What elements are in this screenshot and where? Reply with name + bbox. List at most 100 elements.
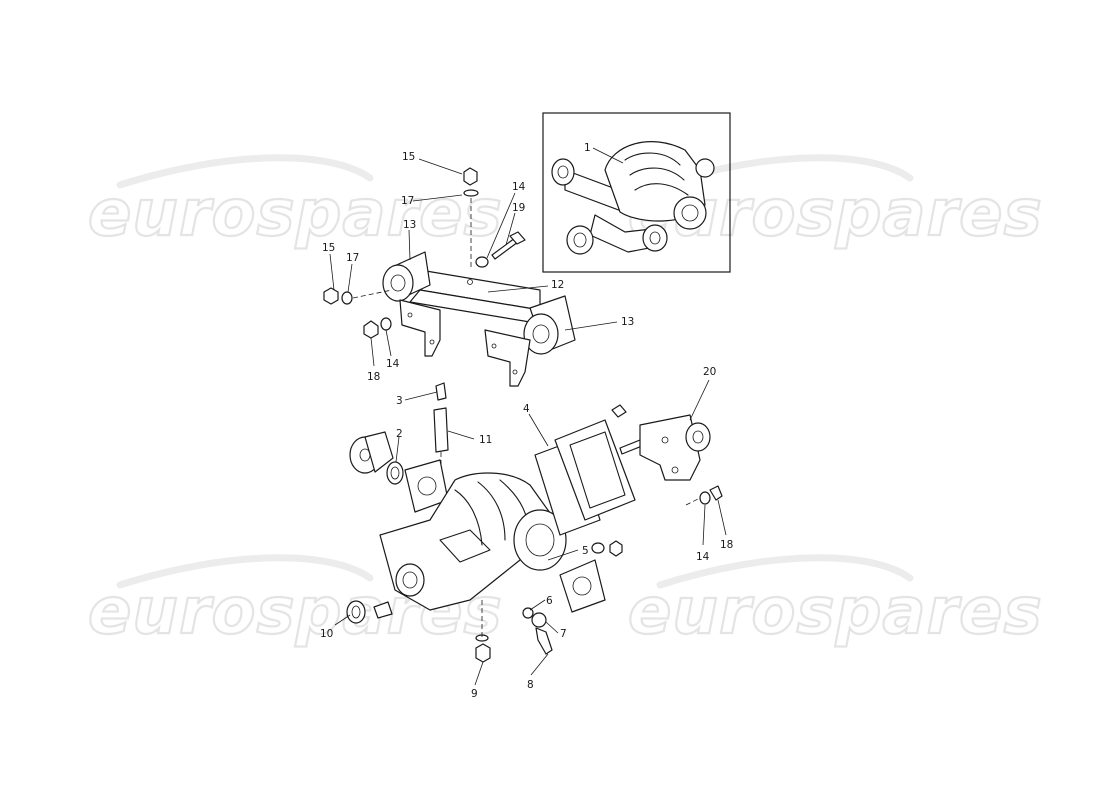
callout-11: 11 (479, 434, 492, 446)
inset-flange-right (673, 196, 707, 230)
washer-14-right (699, 491, 711, 505)
washer-14-left (380, 317, 392, 331)
callout-4: 4 (523, 403, 530, 415)
nut-7 (531, 612, 547, 628)
output-flange-left-body (364, 431, 394, 473)
inset-housing-rib (629, 167, 685, 181)
leader-line (564, 321, 618, 331)
leader-lines (329, 158, 727, 686)
callout-19: 19 (512, 202, 525, 214)
leader-line (347, 263, 353, 293)
housing-rib (454, 489, 483, 546)
plug-9 (475, 643, 491, 663)
breather-3 (435, 382, 447, 401)
rear-cover (554, 419, 636, 521)
bracket-left (399, 299, 441, 357)
callout-13-upper: 13 (403, 219, 416, 231)
watermark-swoosh (656, 554, 914, 589)
housing-bore-left (395, 563, 425, 597)
bracket-hole (429, 339, 435, 345)
leader-line (395, 436, 400, 463)
leader-line (412, 194, 463, 202)
rear-mount-hole (661, 436, 669, 444)
inset-mount-right (642, 224, 668, 252)
rear-mount-bore (692, 430, 704, 444)
leader-line (447, 430, 475, 440)
washer-14-top (475, 256, 489, 268)
mount-13-right-bush (523, 313, 559, 355)
watermark-swoosh (116, 154, 374, 189)
bracket-hole (512, 369, 518, 375)
cover-stud (619, 439, 643, 455)
mount-13-right-bore (532, 324, 550, 344)
leader-line (592, 147, 624, 164)
callout-6: 6 (546, 595, 553, 607)
drive-flange-5-hub (572, 576, 592, 596)
inset-flange-left-hub (573, 232, 587, 248)
inset-housing-rib (624, 152, 681, 166)
rear-cover-recess (569, 431, 626, 509)
housing-bore-left-inner (402, 571, 418, 589)
washer-17-side (341, 291, 353, 305)
sensor-8 (535, 627, 553, 655)
washer-6 (522, 607, 534, 619)
callout-3: 3 (396, 395, 403, 407)
seal-10 (346, 600, 366, 624)
callout-1: 1 (584, 142, 591, 154)
callout-13-right: 13 (621, 316, 634, 328)
assembly-axis (352, 289, 393, 299)
beam-hole (467, 279, 473, 285)
nut-18-left (363, 320, 379, 339)
clip (373, 601, 393, 619)
watermark-text: eurospares (88, 177, 503, 251)
inset-frame (542, 112, 731, 273)
washer-5 (591, 542, 605, 554)
nut-18-right (709, 485, 723, 501)
watermark-swoosh (116, 554, 374, 589)
callout-17-side: 17 (346, 252, 359, 264)
callout-14-right: 14 (696, 551, 710, 563)
washer-17-top (463, 189, 479, 197)
callout-15-side: 15 (322, 242, 335, 254)
callout-18-left: 18 (367, 371, 380, 383)
drive-flange-5 (559, 559, 606, 613)
nut-5 (609, 540, 623, 557)
housing-flange-right (513, 509, 567, 571)
leader-line (385, 329, 392, 357)
output-flange-left-hub (359, 448, 371, 462)
seal-2-inner (390, 466, 400, 480)
leader-line (689, 379, 710, 421)
callout-17-top: 17 (401, 195, 414, 207)
leader-line (528, 413, 549, 447)
inset-assembly (542, 112, 731, 273)
callout-8: 8 (527, 679, 534, 691)
inset-housing-rib (634, 183, 689, 196)
leader-line (474, 661, 484, 686)
leader-line (530, 653, 549, 676)
inset-flange-right-hub (681, 204, 699, 222)
callout-14-left: 14 (386, 358, 400, 370)
inset-mount-left-bore (557, 165, 569, 179)
leader-line (702, 504, 706, 546)
bracket-hole (491, 343, 497, 349)
rear-mount-bush (685, 422, 711, 452)
rear-mount-hole (671, 466, 679, 474)
bracket-right (484, 329, 531, 387)
leader-line (408, 229, 411, 261)
rear-mount-bracket (639, 414, 701, 481)
callout-20: 20 (703, 366, 716, 378)
bracket-hole (407, 312, 413, 318)
crossmember-assembly (323, 167, 576, 387)
callout-12: 12 (551, 279, 564, 291)
leader-line (487, 285, 549, 293)
cover-bolt (611, 404, 627, 418)
inset-cover-boss (695, 158, 715, 178)
callout-7: 7 (560, 628, 567, 640)
leader-line (529, 599, 546, 611)
nut-15-side (323, 287, 339, 305)
leader-line (545, 621, 559, 634)
spacer-11 (433, 407, 449, 453)
watermark-text: eurospares (628, 575, 1043, 649)
leader-line (334, 614, 351, 626)
